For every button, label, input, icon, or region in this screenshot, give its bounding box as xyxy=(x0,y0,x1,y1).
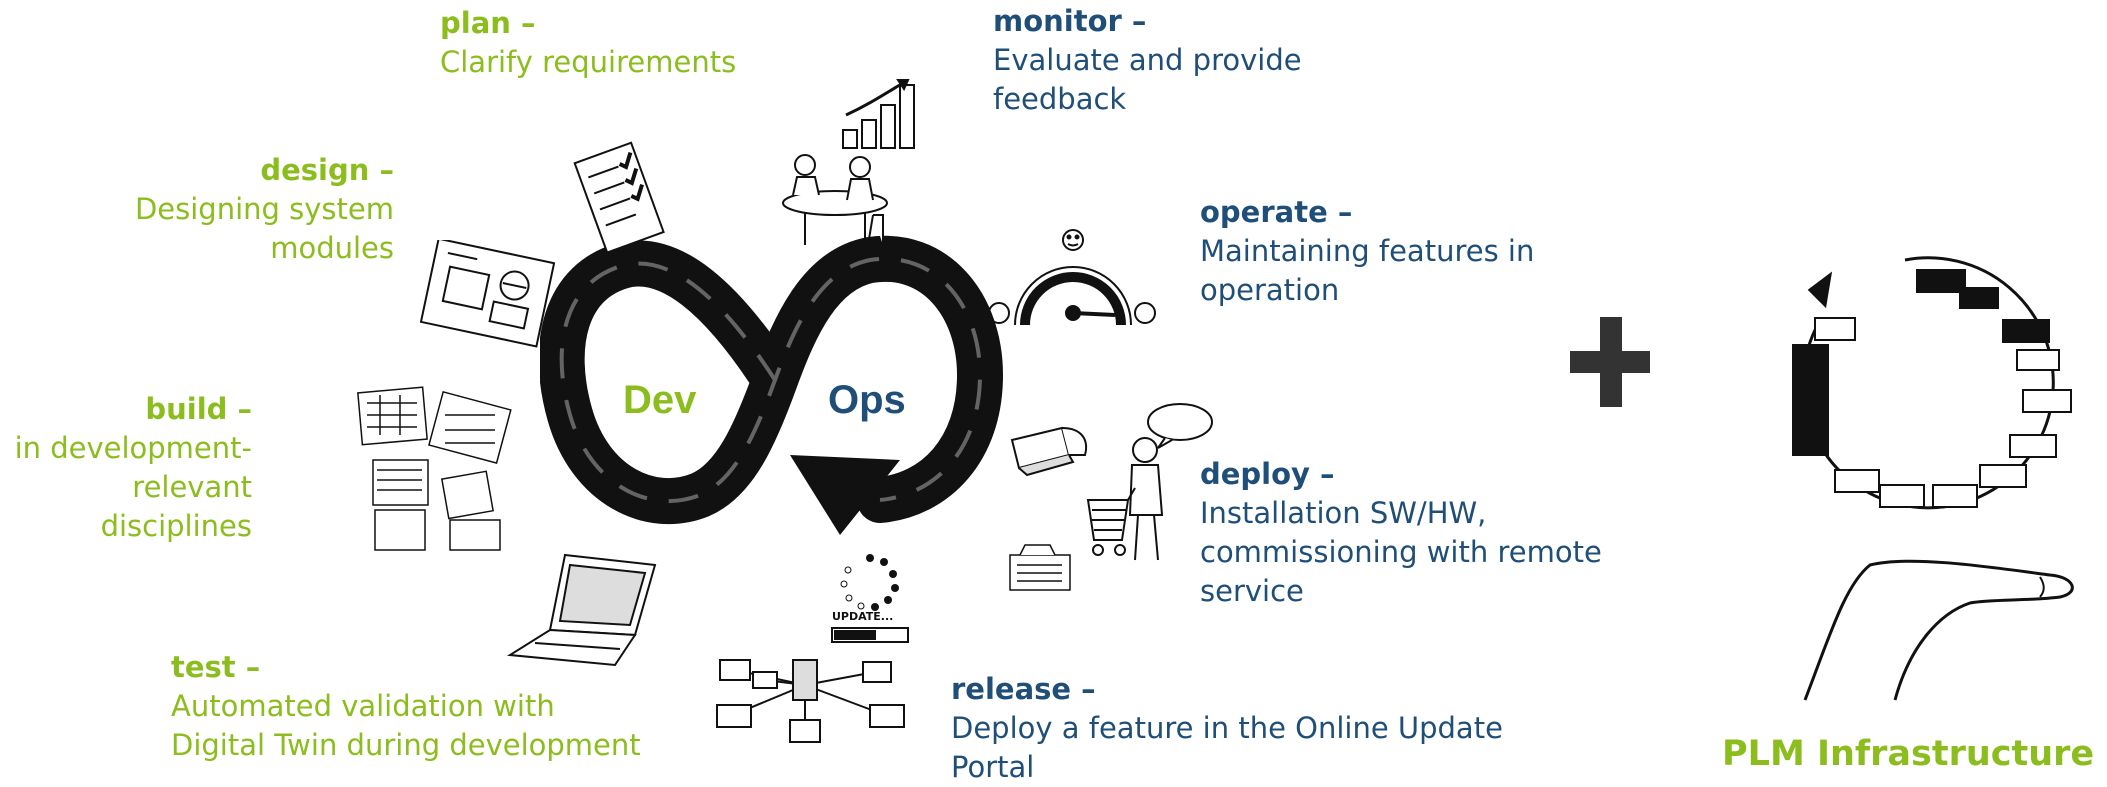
monitor-block: monitor – Evaluate and provide feedback xyxy=(993,2,1302,119)
shopping-cart-person-icon xyxy=(1080,400,1220,570)
ops-label: Ops xyxy=(828,378,906,422)
operate-desc: Maintaining features in operation xyxy=(1200,234,1535,307)
plm-infrastructure-label: PLM Infrastructure xyxy=(1722,734,2095,774)
design-desc: Designing system modules xyxy=(134,192,394,265)
release-title: release – xyxy=(951,672,1096,706)
technical-drawing-icon xyxy=(420,240,555,350)
vr-headset-icon xyxy=(1007,420,1092,480)
build-desc: in development- relevant disciplines xyxy=(14,431,252,543)
design-title: design – xyxy=(260,153,394,187)
circuit-diagrams-icon xyxy=(355,385,515,555)
deploy-title: deploy – xyxy=(1200,457,1335,491)
monitor-title: monitor – xyxy=(993,4,1147,38)
operate-block: operate – Maintaining features in operat… xyxy=(1200,193,1534,310)
bar-chart-icon xyxy=(838,75,933,150)
laptop-icon xyxy=(505,545,670,675)
build-block: build – in development- relevant discipl… xyxy=(0,390,252,546)
update-spinner-icon: UPDATE... xyxy=(830,550,910,645)
plan-title: plan – xyxy=(440,6,536,40)
deploy-block: deploy – Installation SW/HW, commissioni… xyxy=(1200,455,1602,611)
checklist-icon xyxy=(560,140,680,260)
meeting-icon xyxy=(775,145,900,255)
test-title: test – xyxy=(171,650,261,684)
hand-icon xyxy=(1790,545,2090,705)
devops-loop: Dev Ops xyxy=(540,215,1010,545)
design-block: design – Designing system modules xyxy=(94,151,394,268)
monitor-desc: Evaluate and provide feedback xyxy=(993,43,1302,116)
speedometer-icon xyxy=(985,225,1160,335)
update-label: UPDATE... xyxy=(832,610,894,623)
machine-icon xyxy=(1005,540,1080,595)
test-desc: Automated validation with Digital Twin d… xyxy=(171,689,641,762)
build-title: build – xyxy=(145,392,252,426)
plan-desc: Clarify requirements xyxy=(440,45,737,79)
plm-cycle-icon xyxy=(1755,250,2075,520)
operate-title: operate – xyxy=(1200,195,1353,229)
test-block: test – Automated validation with Digital… xyxy=(171,648,641,765)
dev-label: Dev xyxy=(623,378,697,422)
plus-icon xyxy=(1570,317,1650,407)
plan-block: plan – Clarify requirements xyxy=(440,4,736,82)
release-block: release – Deploy a feature in the Online… xyxy=(951,670,1503,787)
deploy-desc: Installation SW/HW, commissioning with r… xyxy=(1200,496,1602,608)
release-desc: Deploy a feature in the Online Update Po… xyxy=(951,711,1503,784)
network-icon xyxy=(705,650,910,745)
